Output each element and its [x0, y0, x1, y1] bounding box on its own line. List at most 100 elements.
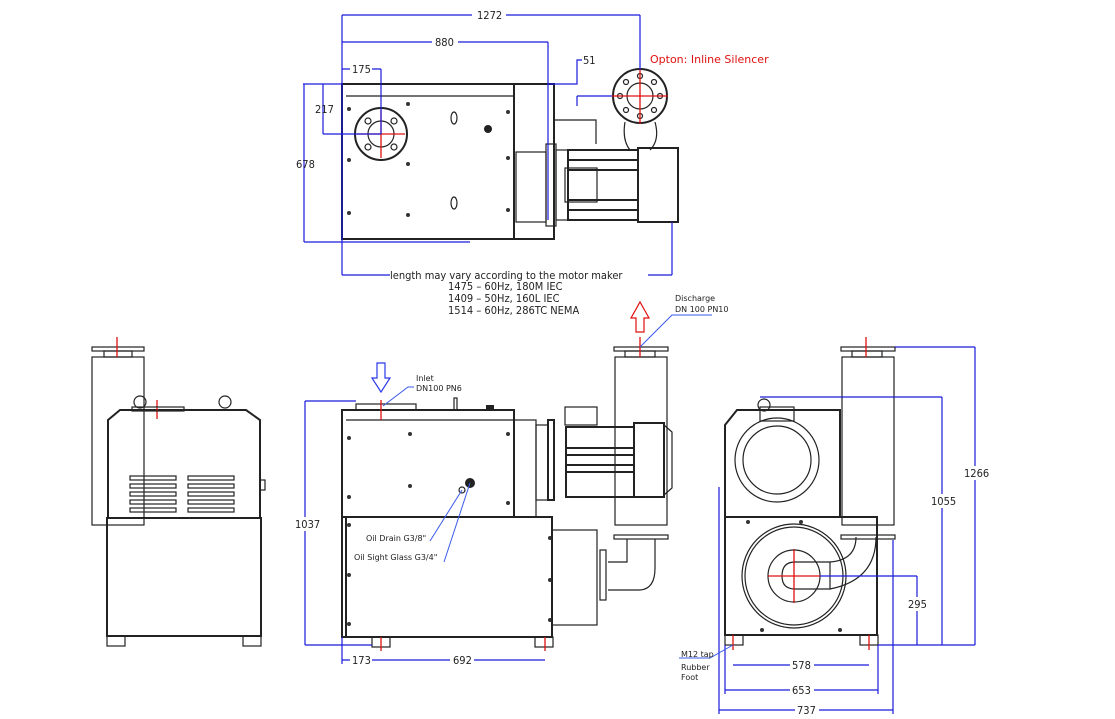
length-variant: 1475 – 60Hz, 180M IEC	[448, 280, 563, 293]
bolt	[506, 501, 510, 505]
dim-51-leader	[548, 59, 582, 85]
bolt	[548, 578, 552, 582]
vent-slat	[129, 499, 177, 505]
bolt	[406, 102, 410, 106]
bolt	[799, 520, 803, 524]
oil-drain-label: Oil Drain G3/8"	[366, 534, 426, 543]
dim-inlet-height: 1055	[931, 495, 956, 508]
bolt-hole	[390, 117, 398, 125]
bolt	[548, 618, 552, 622]
foot	[242, 635, 262, 647]
silencer-front	[614, 356, 668, 526]
motor-fan-round	[734, 417, 820, 503]
bolt	[347, 107, 351, 111]
motor-adaptor	[555, 149, 569, 221]
foot-label: Foot	[681, 673, 698, 682]
bolt	[746, 520, 750, 524]
discharge-pipe	[554, 119, 597, 144]
silencer-neck	[851, 350, 883, 358]
length-note: length may vary according to the motor m…	[390, 269, 623, 282]
upper-housing-right	[724, 409, 841, 518]
label-bg	[432, 35, 458, 49]
silencer-pipe	[623, 121, 658, 151]
label-bg	[350, 653, 372, 667]
side-fitting	[259, 479, 266, 491]
bolt	[347, 573, 351, 577]
label-bg	[795, 703, 819, 717]
bolt	[408, 484, 412, 488]
vent-slat	[129, 491, 177, 497]
outlet-bend	[829, 536, 877, 590]
bolt-hole	[364, 143, 372, 151]
dim-foot-width: 653	[792, 684, 811, 697]
bolt-hole	[650, 78, 658, 86]
foot-leader	[679, 644, 734, 659]
coupling-housing	[513, 419, 537, 518]
dim-width: 678	[296, 158, 315, 171]
bolt	[347, 622, 351, 626]
top-view: 1272 880 175 51 217 678 Opton: Inline Si…	[296, 8, 769, 317]
label-bg	[450, 653, 474, 667]
dim-51-line	[576, 95, 612, 106]
dim-foot-offset: 173	[352, 654, 371, 667]
bolt	[347, 158, 351, 162]
vent-slat	[187, 491, 235, 497]
vent-slat	[187, 507, 235, 513]
motor-adaptor	[535, 424, 549, 501]
foot	[534, 636, 554, 648]
oil-plug-icon	[484, 125, 492, 133]
motor-flange	[547, 419, 555, 501]
dim-overall-height: 1266	[964, 467, 989, 480]
m12-tap-label: M12 tap	[681, 650, 714, 659]
vent-stem	[453, 397, 458, 411]
left-side-view	[91, 337, 266, 647]
bolt-hole	[622, 78, 630, 86]
silencer-flange	[613, 346, 669, 352]
inlet-arrow-icon	[370, 362, 392, 394]
bolt-hole	[364, 117, 372, 125]
oil-drain-leader	[429, 489, 463, 542]
lower-housing	[106, 517, 262, 637]
bolt	[506, 156, 510, 160]
bolt	[408, 432, 412, 436]
silencer-flange	[91, 346, 145, 352]
lifting-eye	[133, 395, 147, 409]
label-bg	[790, 658, 814, 672]
inlet-flange	[131, 406, 185, 412]
lifting-lug	[450, 196, 458, 210]
oil-sight-glass-label: Oil Sight Glass G3/4"	[354, 553, 437, 562]
foot	[724, 634, 744, 646]
oil-drain-icon	[458, 486, 466, 494]
dim-height: 1037	[295, 518, 320, 531]
foot	[106, 635, 126, 647]
fan-cowl	[663, 424, 673, 496]
vent-slat	[187, 475, 235, 481]
bolt	[406, 162, 410, 166]
label-bg	[293, 517, 319, 531]
dim-foot-spacing-side: 578	[792, 659, 811, 672]
pump-body-front	[341, 409, 515, 518]
lifting-eye	[757, 398, 771, 412]
motor-front	[565, 426, 635, 498]
label-bg	[906, 597, 928, 611]
vent-grille-left	[129, 475, 177, 513]
plug	[486, 405, 494, 410]
bolt-hole	[650, 106, 658, 114]
coupling-housing	[515, 151, 547, 223]
lifting-lug	[450, 111, 458, 125]
label-bg	[929, 494, 955, 508]
dim-outlet-height: 295	[908, 598, 927, 611]
bolt-hole	[622, 106, 630, 114]
vent-slat	[187, 499, 235, 505]
label-bg	[790, 683, 814, 697]
motor-fan-cover	[637, 147, 679, 223]
outlet-elbow	[608, 539, 656, 591]
length-variant: 1409 – 50Hz, 160L IEC	[448, 292, 560, 305]
inlet-label: Inlet	[416, 374, 434, 383]
silencer-flange	[840, 534, 896, 540]
vent-slat	[129, 483, 177, 489]
motor-fan-cover	[633, 422, 665, 498]
discharge-spec-label: DN 100 PN10	[675, 305, 729, 314]
oil-sight-leader	[443, 482, 471, 563]
